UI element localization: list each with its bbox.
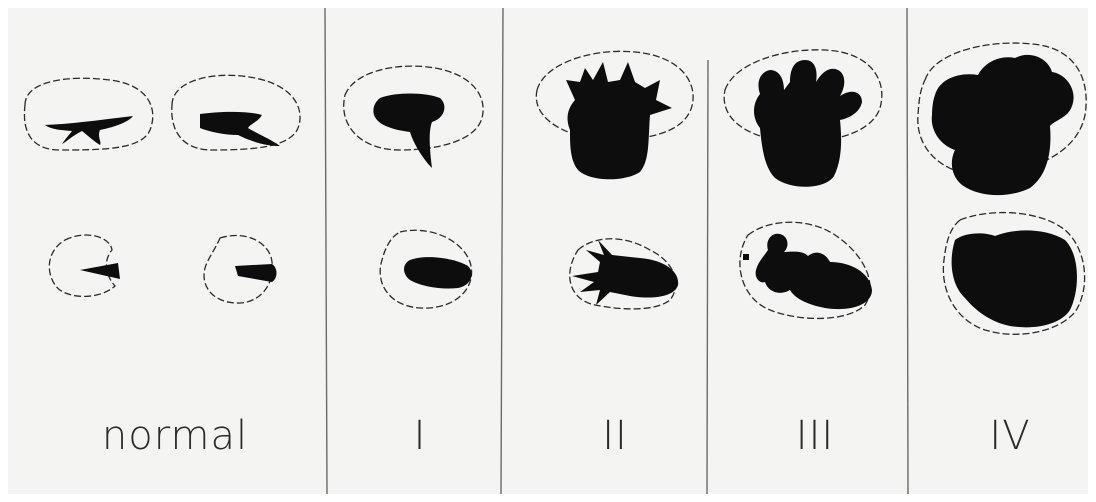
label-grade-2: II bbox=[570, 408, 660, 464]
label-grade-1: I bbox=[385, 408, 455, 464]
label-normal: normal bbox=[60, 408, 290, 464]
label-grade-3: III bbox=[770, 408, 860, 464]
label-grade-4: IV bbox=[955, 408, 1065, 464]
collecting-system-fragment bbox=[743, 254, 749, 260]
divider-4 bbox=[907, 8, 908, 494]
divider-3 bbox=[707, 60, 708, 494]
